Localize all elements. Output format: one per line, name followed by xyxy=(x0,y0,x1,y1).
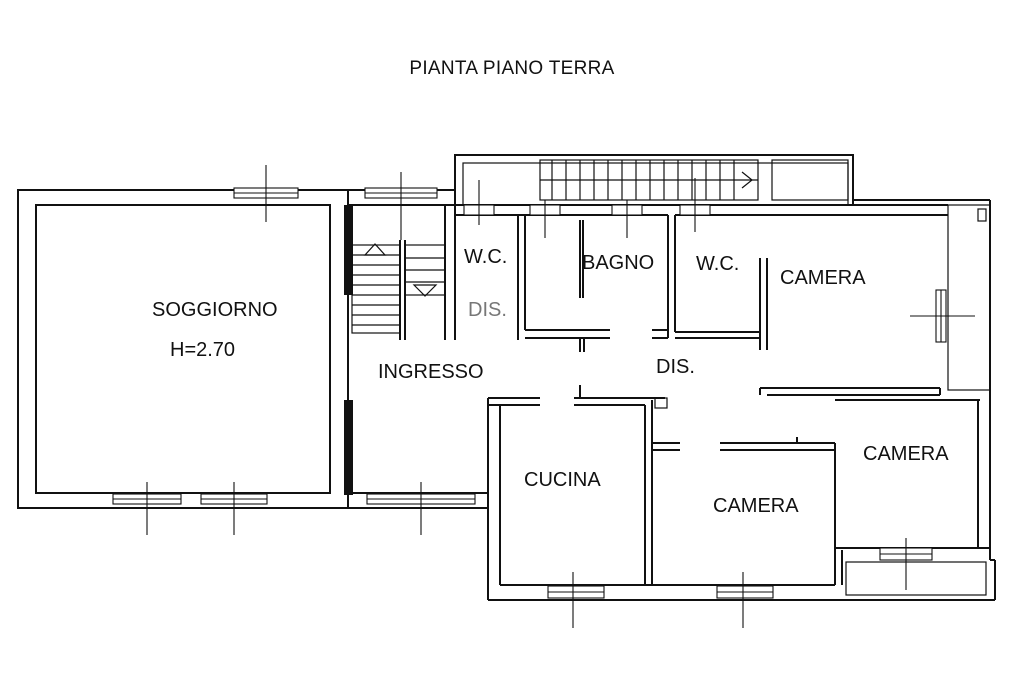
room-label-camera-center: CAMERA xyxy=(713,495,799,517)
room-label-cucina: CUCINA xyxy=(524,469,601,491)
room-label-camera-right: CAMERA xyxy=(863,443,949,465)
room-label-wc-right: W.C. xyxy=(696,253,740,275)
staircase-interior xyxy=(351,240,446,340)
room-label-bagno: BAGNO xyxy=(582,252,655,274)
room-label-dis-center: DIS. xyxy=(656,356,695,378)
staircase-exterior xyxy=(539,159,849,201)
room-label-ingresso: INGRESSO xyxy=(378,361,484,383)
room-label-wc-left: W.C. xyxy=(464,246,508,268)
windows xyxy=(112,165,975,628)
room-label-camera-top: CAMERA xyxy=(780,267,866,289)
interior-walls xyxy=(344,205,990,585)
room-label-dis-left: DIS. xyxy=(468,299,507,321)
room-height-note: H=2.70 xyxy=(170,339,236,361)
page-title: PIANTA PIANO TERRA xyxy=(409,58,615,79)
outer-walls xyxy=(17,154,996,601)
room-label-soggiorno: SOGGIORNO xyxy=(152,299,278,321)
